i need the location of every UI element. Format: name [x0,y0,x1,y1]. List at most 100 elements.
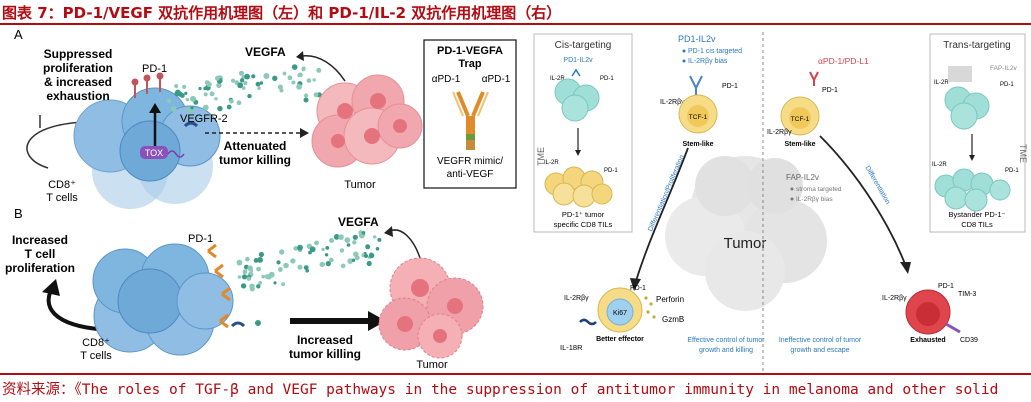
vegfa-dot [247,265,253,271]
cd39-receptor [945,322,961,334]
vegfa-dot [209,91,215,97]
vegfa-dot [363,253,369,258]
effector-pd1: PD-1 [630,285,646,292]
vegfr2-receptor-b [230,321,246,328]
diff-left-arrowhead [630,278,641,291]
vegfa-dot [319,261,325,268]
trans-down-arrowhead [969,155,975,161]
trans-bottom-il2r: IL-2R [932,162,947,168]
vegfr2-label: VEGFR-2 [180,113,228,125]
diff-right-arrowhead [900,262,911,274]
effector-gzmb: GzmB [662,315,684,324]
center-right-drug: αPD-1/PD-L1 [818,56,869,66]
trans-caption-2: CD8 TILs [961,220,993,229]
vegfa-dot [329,257,334,263]
vegfa-dot [277,84,283,90]
tumor-label-center: Tumor [724,235,767,252]
vegfa-dot [243,81,248,86]
vegfa-dot [247,93,252,99]
vegfa-dot [202,104,209,111]
effector-il2r: IL-2Rβγ [564,295,589,302]
vegfa-dot [297,264,303,270]
cd8-label-a-1: CD8⁺ [48,179,76,191]
effective-line-2: growth and killing [699,347,753,354]
increased-line-1: Increased [12,233,68,247]
granule-dots [644,296,656,319]
diff-left-arrow [635,147,689,282]
vegfa-dot [236,259,243,266]
vegfa-label-a: VEGFA [245,45,286,59]
center-right-bullet-2: IL-2Rβγ bias [796,196,833,203]
center-right-bullet-2-dot [790,197,794,201]
vegfa-dot [375,247,380,251]
vegfa-dot [239,78,245,83]
trans-cell-cluster [944,66,990,130]
vegfa-dot [281,282,285,287]
vegfa-dot [324,253,329,257]
center-left-stem: Stem-like [682,141,713,148]
vegfa-bound-dot [255,320,261,326]
suppressed-line-4: exhaustion [46,89,109,103]
cis-down-arrowhead [575,150,581,156]
ineffective-line-2: growth and escape [790,347,849,354]
vegfa-dot [256,266,261,272]
center-right-antibody [809,71,819,86]
trap-title-2: Trap [458,58,482,70]
center-right-drug2: FAP-IL2v [786,173,819,182]
trans-bottom-pd1: PD-1 [1005,168,1019,174]
vegfa-dot [255,81,261,87]
left-figure: A TOX Suppressed proliferation & increas… [5,27,517,371]
vegfa-arrowhead-a [296,51,304,61]
vegfa-dot [231,78,236,83]
center-right-pd1: PD-1 [822,87,838,94]
increased-line-3: proliferation [5,261,75,275]
source-text: 资料来源：《The roles of TGF-β and VEGF pathwa… [2,382,999,398]
cis-cell-cluster [554,68,600,122]
exhausted-cd39: CD39 [960,337,978,344]
vegfr2-receptor-a [183,121,199,128]
vegfa-dot [361,231,366,235]
vegfa-dot [245,256,250,262]
vegfa-dot [278,267,283,272]
suppressed-line-1: Suppressed [44,47,113,61]
center-drug: PD1-IL2v [678,34,716,44]
vegfa-dot [256,284,261,289]
exhausted-pd1: PD-1 [938,283,954,290]
upregulation-arrowhead [149,103,161,113]
vegfa-dot [177,91,183,97]
vegfa-dot [338,234,344,240]
apd1-right: αPD-1 [482,74,511,85]
center-left-tcf: TCF-1 [689,114,708,121]
bound-antibodies-b [207,243,231,329]
vegfa-dot [352,240,357,245]
vegfa-dot [297,73,302,78]
vegfa-dot [229,99,234,104]
tox-label: TOX [145,148,163,158]
vegfa-arrowhead-b [384,226,393,237]
vegfa-dot [276,260,281,265]
exhausted-label: Exhausted [910,337,945,344]
center-right-bullet-1: stroma targeted [796,186,842,193]
vegfa-dot [239,70,244,76]
right-figure: Tumor Cis-targeting PD1-IL2v IL-2R PD-1 … [533,32,1028,371]
vegfa-dot [217,105,223,112]
vegfa-dot [344,237,351,244]
vegfa-dot [283,262,289,269]
vegfa-dot [313,92,319,98]
vegfa-dot [215,75,220,81]
vegfa-dot [170,106,177,112]
vegfa-dot [166,98,172,104]
vegfa-dot [216,82,222,89]
vegfa-arrow-b [389,229,421,259]
source-rule [0,373,1031,375]
increased-line-2: T cell [25,247,56,261]
diff-right-arrow [819,135,906,265]
cd8-label-b-1: CD8⁺ [82,337,110,349]
tcell-cluster-b [92,243,234,356]
vegfa-dot [312,78,316,82]
vegfa-dot [325,261,331,267]
center-bullet-1: PD-1 cis targeted [688,48,742,55]
trans-il2r: IL-2R [934,80,949,86]
cis-title: Cis-targeting [555,40,612,51]
vegfa-dot [333,234,340,240]
